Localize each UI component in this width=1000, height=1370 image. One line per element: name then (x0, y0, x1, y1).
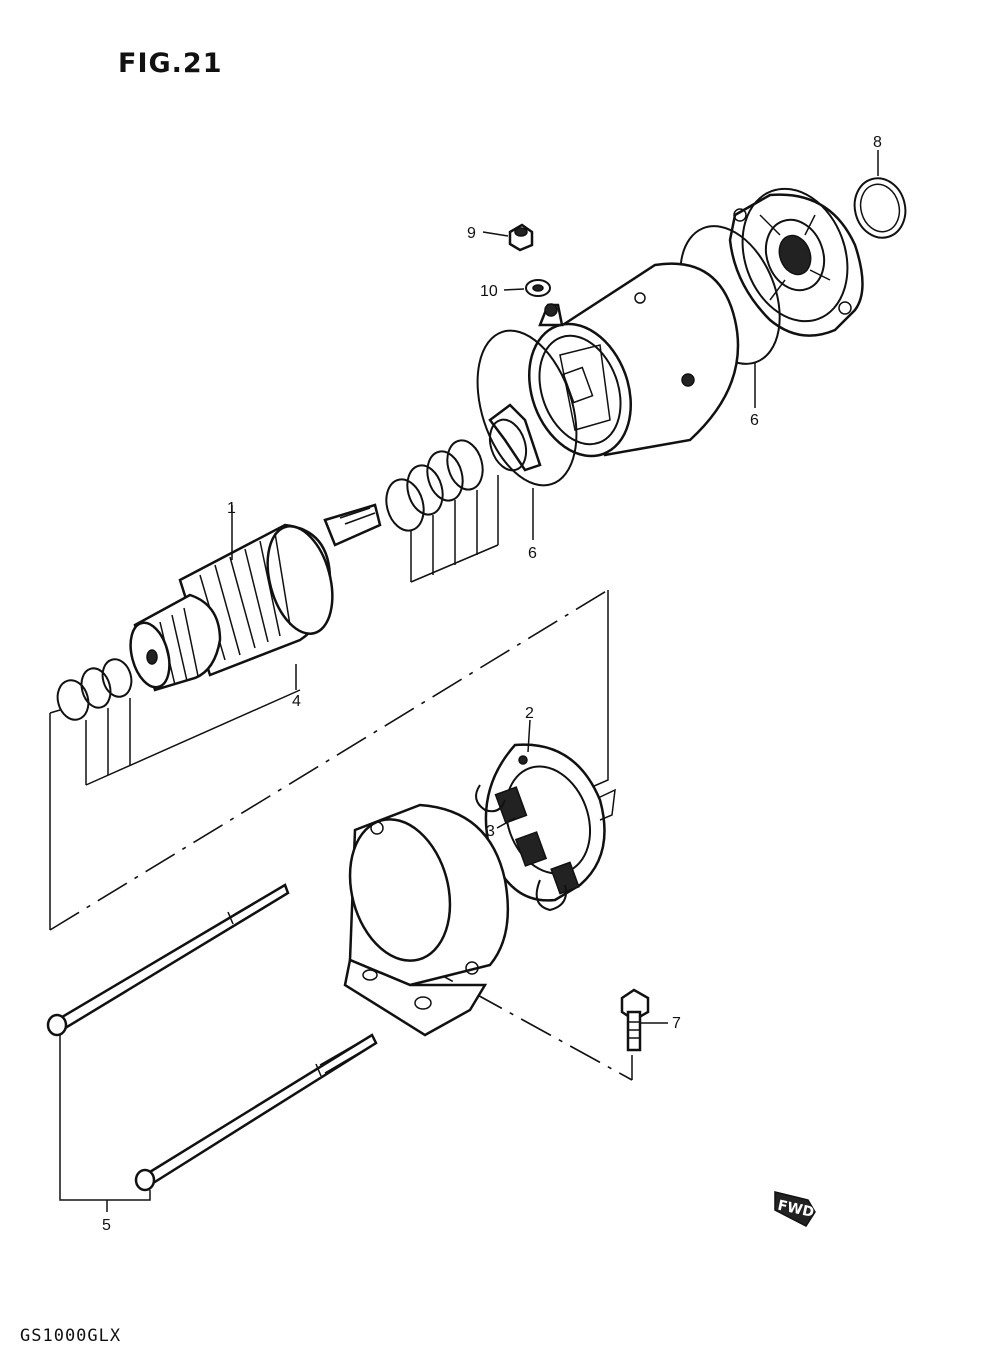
nut-9 (482, 223, 534, 252)
armature (129, 503, 382, 692)
forward-direction-badge: FWD (774, 1191, 816, 1227)
through-bolts (46, 883, 378, 1212)
brush-holder-plate (484, 719, 616, 902)
callout-5: 5 (102, 1217, 111, 1234)
model-code: GS1000GLX (20, 1326, 122, 1346)
callout-6-front: 6 (528, 545, 537, 562)
o-ring-6-front (476, 329, 578, 540)
callout-7: 7 (672, 1015, 681, 1032)
callout-2: 2 (525, 705, 534, 722)
fwd-label: FWD (776, 1198, 815, 1221)
callout-4: 4 (292, 693, 301, 710)
insulator-plate (488, 403, 542, 472)
brushes (475, 784, 580, 912)
callout-6-rear: 6 (750, 412, 759, 429)
bolt-7 (620, 988, 668, 1052)
front-cover (343, 803, 510, 1037)
callout-1: 1 (227, 500, 236, 517)
o-ring-8 (853, 150, 907, 239)
callout-10: 10 (480, 283, 498, 300)
callout-8: 8 (873, 134, 882, 151)
callout-9: 9 (467, 225, 476, 242)
figure-title: FIG.21 (118, 48, 223, 79)
callout-3: 3 (486, 823, 495, 840)
washer-stack-lower (56, 658, 301, 786)
washer-stack-upper (385, 439, 499, 583)
washer-10 (503, 279, 551, 297)
end-cover (728, 187, 864, 337)
yoke-housing (528, 262, 740, 458)
